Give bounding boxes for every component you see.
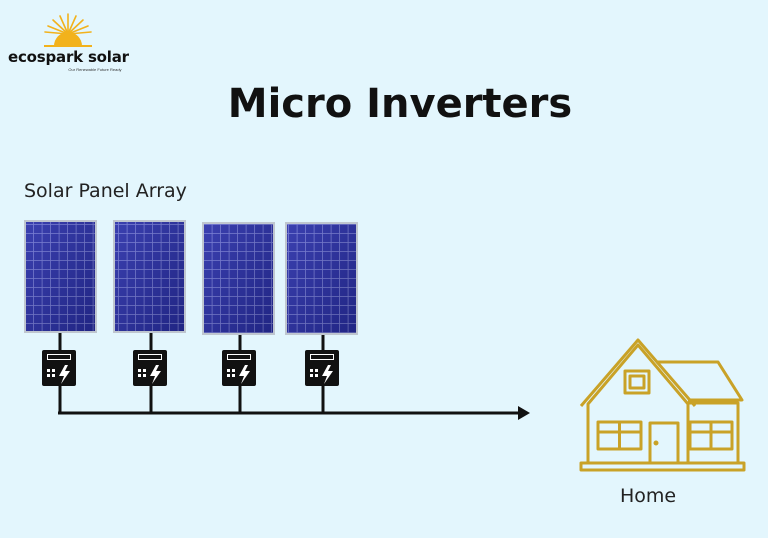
lightning-bolt-icon: [239, 365, 250, 384]
lightning-bolt-icon: [150, 365, 161, 384]
page-title: Micro Inverters: [227, 81, 573, 127]
solar-panel-2: [113, 220, 186, 333]
brand-name: ecospark solar: [8, 48, 129, 66]
micro-inverter-2: [133, 350, 167, 386]
arrow-icon: [518, 406, 530, 420]
house-icon: [579, 338, 746, 472]
lightning-bolt-icon: [322, 365, 333, 384]
home-label: Home: [619, 485, 677, 507]
solar-panel-4: [285, 222, 358, 335]
solar-array-label: Solar Panel Array: [24, 180, 187, 202]
brand-logo: ecospark solar Our Renewable Future Read…: [8, 12, 129, 74]
micro-inverter-4: [305, 350, 339, 386]
micro-inverter-1: [42, 350, 76, 386]
micro-inverter-3: [222, 350, 256, 386]
sun-logo-icon: [44, 13, 92, 47]
lightning-bolt-icon: [59, 365, 70, 384]
solar-panel-3: [202, 222, 275, 335]
solar-panel-1: [24, 220, 97, 333]
brand-tagline: Our Renewable Future Ready: [68, 67, 122, 72]
